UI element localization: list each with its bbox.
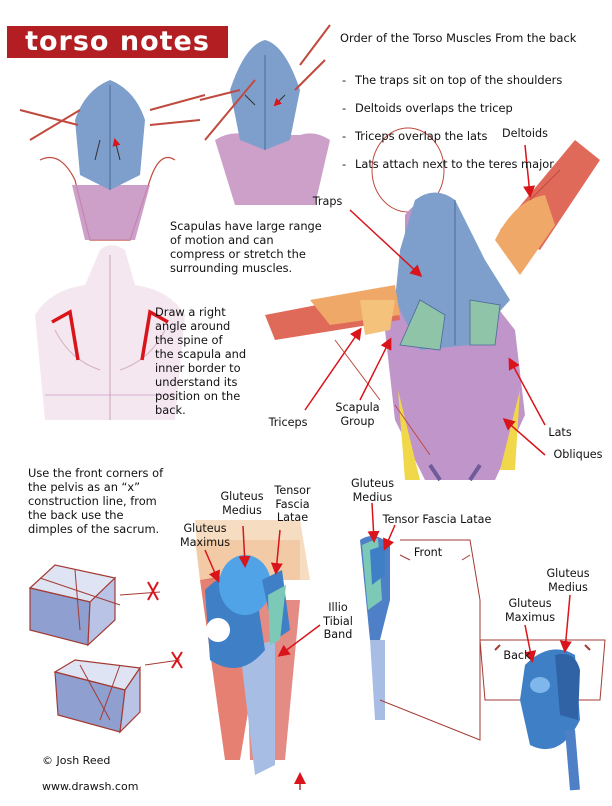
back-figure-arms-raised (19, 80, 206, 241)
credit-block: © Josh Reed www.drawsh.com (42, 741, 162, 806)
label-scapula-group: Scapula Group (335, 401, 380, 428)
hip-back-view (479, 639, 606, 791)
label-gluteus-medius: Gluteus Medius (220, 490, 264, 517)
label-lats: Lats (548, 426, 572, 439)
label-traps: Traps (312, 195, 343, 208)
muscle-order-item: The traps sit on top of the shoulders (340, 73, 605, 87)
label-obliques: Obliques (553, 448, 603, 461)
label-gluteus-medius-side: Gluteus Medius (350, 477, 395, 504)
label-tensor-fascia-latae: Tensor Fascia Latae (274, 484, 311, 525)
muscle-order-block: Order of the Torso Muscles From the back… (340, 17, 605, 199)
back-figure-scapula-angles (35, 245, 185, 420)
annotation-arrows (204, 144, 572, 663)
label-deltoids: Deltoids (502, 127, 548, 140)
page-title: torso notes (25, 26, 210, 57)
note-right-angle: Draw a right angle around the spine of t… (155, 305, 247, 417)
muscle-order-item: Triceps overlap the lats (340, 129, 605, 143)
label-front: Front (413, 546, 443, 559)
muscle-order-list: The traps sit on top of the shoulders De… (340, 59, 605, 185)
muscle-order-heading: Order of the Torso Muscles From the back (340, 31, 577, 45)
hip-side-view (360, 536, 481, 741)
credit-author: © Josh Reed (42, 754, 111, 767)
label-gluteus-medius-back: Gluteus Medius (546, 567, 590, 594)
label-gluteus-maximus-back: Gluteus Maximus (504, 597, 556, 624)
credit-site: www.drawsh.com (42, 780, 139, 793)
label-tensor-fascia-latae-side: Tensor Fascia Latae (382, 513, 492, 526)
back-figure-arms-back (199, 24, 331, 205)
label-triceps: Triceps (268, 416, 308, 429)
pelvis-construction-boxes (28, 564, 183, 734)
label-back: Back (503, 649, 531, 662)
muscle-order-item: Deltoids overlaps the tricep (340, 101, 605, 115)
title-banner (7, 26, 228, 58)
label-illio-tibial-band: Illio Tibial Band (323, 601, 353, 642)
hip-leg-back-view (195, 520, 310, 790)
note-pelvis: Use the front corners of the pelvis as a… (28, 466, 164, 536)
note-scapula-range: Scapulas have large range of motion and … (170, 219, 322, 275)
muscle-order-item: Lats attach next to the teres major (340, 157, 605, 171)
label-gluteus-maximus: Gluteus Maximus (179, 522, 231, 549)
